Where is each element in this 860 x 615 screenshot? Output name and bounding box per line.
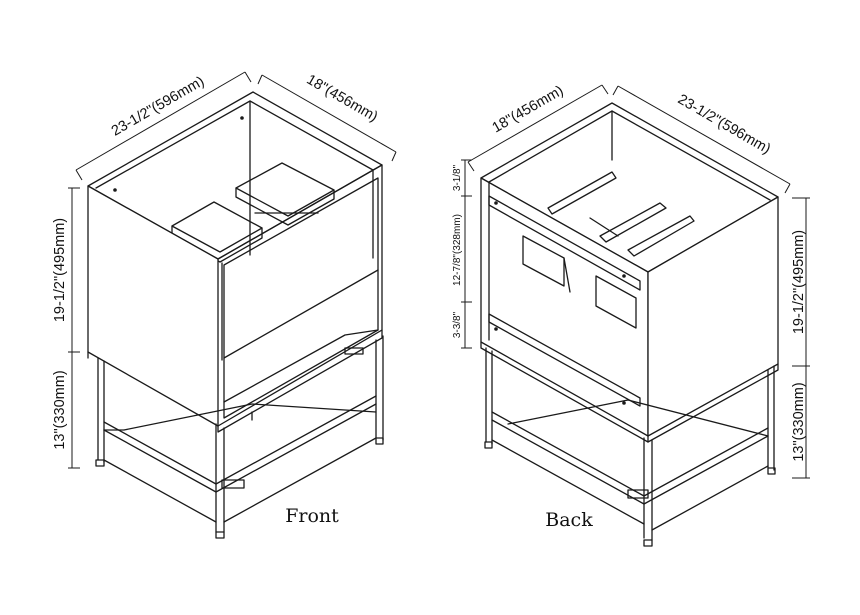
front-width-dimension-line <box>75 71 252 181</box>
front-height-dimension-line <box>68 187 80 469</box>
front-depth-label: 18"(456mm) <box>304 72 381 126</box>
back-cabinet-height-label: 19-1/2"(495mm) <box>791 230 807 334</box>
back-bottom-gap-label: 3-3/8" <box>452 311 463 338</box>
front-depth-dimension-line <box>257 74 397 162</box>
back-width-dimension-line <box>612 85 791 194</box>
front-cabinet-height-label: 19-1/2"(495mm) <box>52 218 68 322</box>
back-depth-label: 18"(456mm) <box>490 83 567 137</box>
back-opening-label: 12-7/8"(328mm) <box>452 214 463 286</box>
front-leg-height-label: 13"(330mm) <box>52 370 68 449</box>
front-view-drawing <box>87 91 384 539</box>
back-caption: Back <box>545 509 593 531</box>
back-top-gap-label: 3-1/8" <box>452 164 463 191</box>
front-caption: Front <box>285 505 339 527</box>
back-interior-dimension-line <box>461 159 472 349</box>
front-width-label: 23-1/2"(596mm) <box>109 74 207 140</box>
back-leg-height-label: 13"(330mm) <box>791 382 807 461</box>
back-depth-dimension-line <box>467 84 609 172</box>
back-height-dimension-line <box>792 197 810 479</box>
back-view-drawing <box>480 102 779 547</box>
